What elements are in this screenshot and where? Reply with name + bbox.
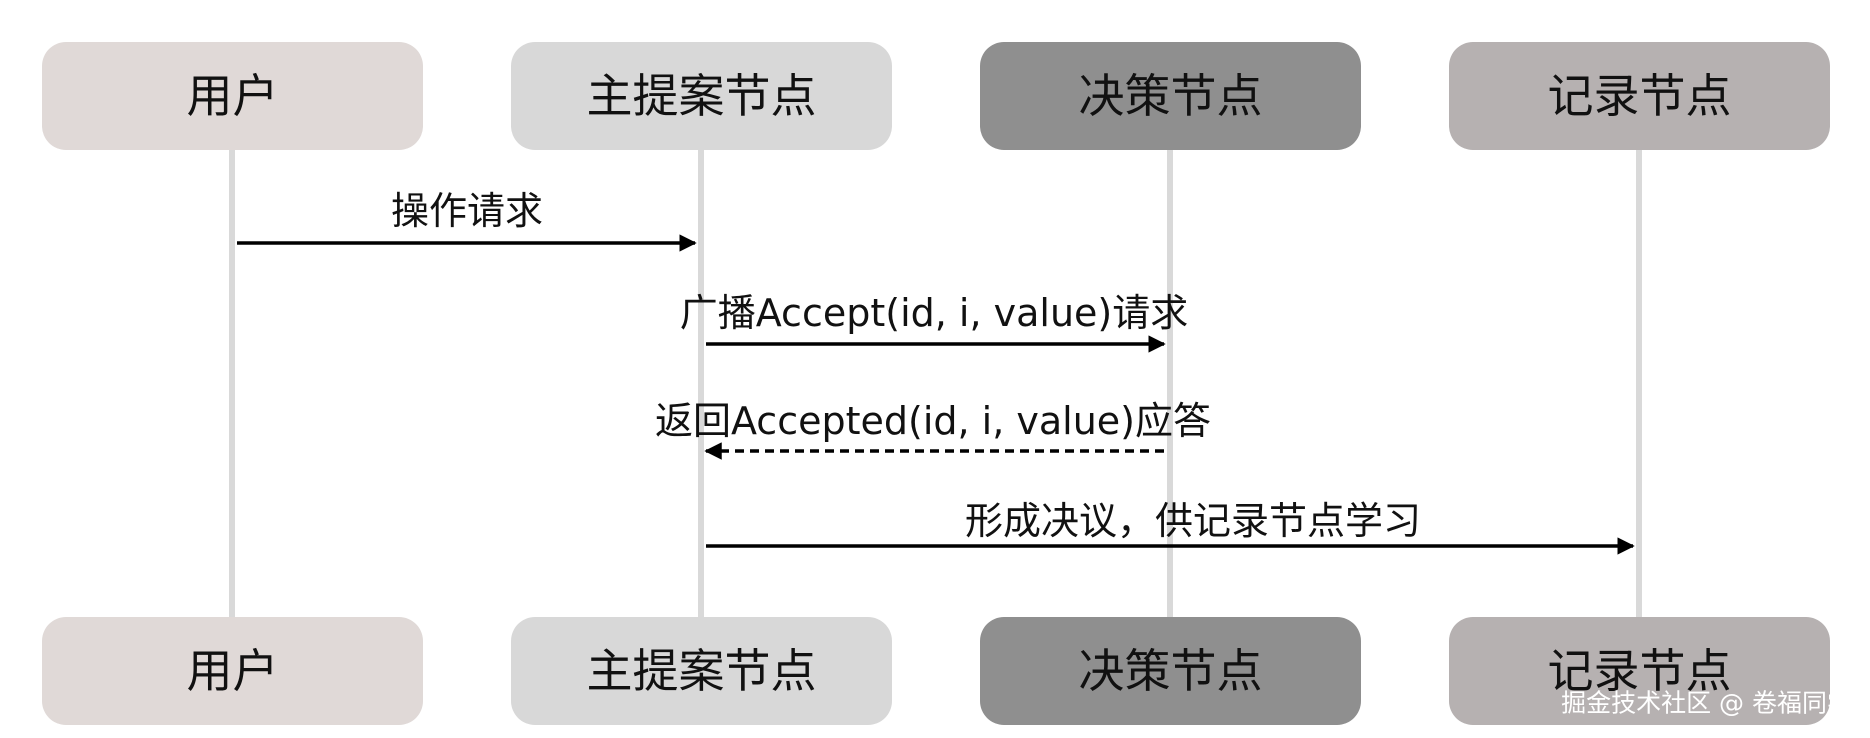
actor-label-proposer: 主提案节点 xyxy=(587,644,817,698)
actor-box-learner-top: 记录节点 xyxy=(1449,42,1830,150)
actor-label-proposer: 主提案节点 xyxy=(587,69,817,123)
actor-box-proposer-bottom: 主提案节点 xyxy=(511,617,892,725)
actor-label-learner: 记录节点 xyxy=(1548,644,1732,698)
actor-box-background xyxy=(511,617,892,725)
message-label: 操作请求 xyxy=(391,189,543,233)
message-form-resolution: 形成决议，供记录节点学习 xyxy=(706,499,1635,555)
actor-label-learner: 记录节点 xyxy=(1548,69,1732,123)
actor-box-learner-bottom: 记录节点 xyxy=(1449,617,1830,725)
message-return-accepted: 返回Accepted(id, i, value)应答 xyxy=(655,399,1211,460)
actor-box-user-bottom: 用户 xyxy=(42,617,423,725)
actor-box-background xyxy=(1449,42,1830,150)
actor-box-background xyxy=(980,42,1361,150)
actor-box-background xyxy=(511,42,892,150)
actor-label-acceptor: 决策节点 xyxy=(1079,644,1263,698)
actor-box-acceptor-top: 决策节点 xyxy=(980,42,1361,150)
watermark-text: 掘金技术社区 @ 卷福同学 xyxy=(1561,689,1852,718)
actor-box-background xyxy=(42,617,423,725)
actor-label-user: 用户 xyxy=(187,644,279,698)
top-actors: 用户 主提案节点 决策节点 记录节点 xyxy=(42,42,1830,150)
message-operation-request: 操作请求 xyxy=(237,189,697,252)
lifelines xyxy=(229,150,1642,620)
message-label: 返回Accepted(id, i, value)应答 xyxy=(655,399,1211,443)
message-label: 形成决议，供记录节点学习 xyxy=(965,499,1421,543)
actor-box-user-top: 用户 xyxy=(42,42,423,150)
actor-box-background xyxy=(1449,617,1830,725)
message-label: 广播Accept(id, i, value)请求 xyxy=(680,291,1189,335)
messages: 操作请求 广播Accept(id, i, value)请求 返回Accepted… xyxy=(237,189,1635,555)
bottom-actors: 用户 主提案节点 决策节点 记录节点 xyxy=(42,617,1830,725)
actor-box-background xyxy=(42,42,423,150)
message-broadcast-accept: 广播Accept(id, i, value)请求 xyxy=(680,291,1189,353)
actor-label-user: 用户 xyxy=(187,69,279,123)
actor-box-background xyxy=(980,617,1361,725)
actor-box-proposer-top: 主提案节点 xyxy=(511,42,892,150)
actor-box-acceptor-bottom: 决策节点 xyxy=(980,617,1361,725)
actor-label-acceptor: 决策节点 xyxy=(1079,69,1263,123)
